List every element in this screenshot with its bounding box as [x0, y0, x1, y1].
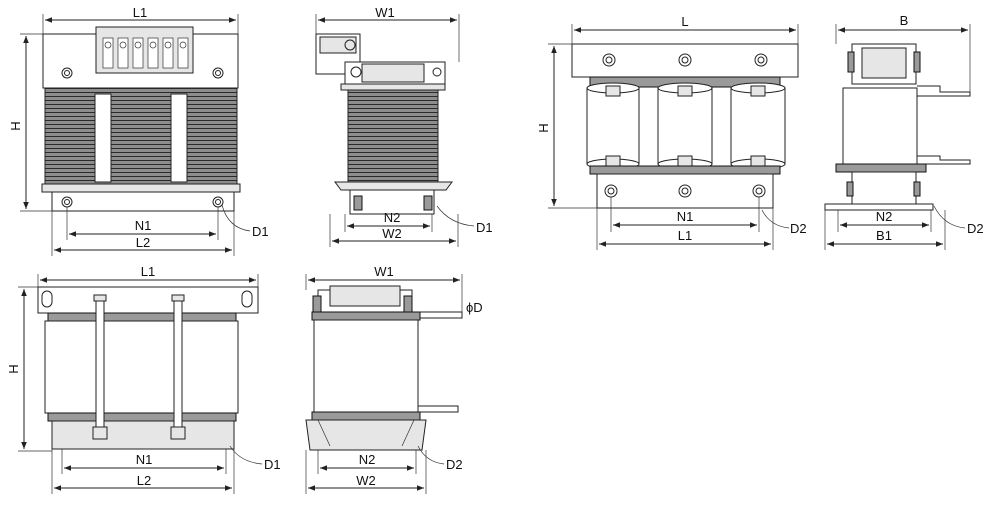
side-base-flange — [305, 419, 427, 451]
coil-2 — [657, 82, 713, 170]
base-plate — [51, 191, 235, 212]
label-H-3: H — [536, 123, 551, 132]
drawing-2-side-view: W1 N2 W2 D1 — [315, 5, 493, 247]
top-bar — [571, 43, 799, 78]
label-L2: L2 — [136, 235, 150, 250]
label-D1: D1 — [252, 224, 269, 239]
base-5 — [51, 420, 235, 450]
label-H: H — [8, 121, 23, 130]
label-H-5: H — [6, 364, 21, 373]
drawing-4-three-coil-side: B N2 B1 D2 — [824, 13, 984, 250]
side-encapsulated-body — [313, 319, 419, 413]
drawing-3-three-coil-front: L H N1 L1 D2 — [536, 14, 807, 250]
drawing-1-front-view: L1 H N1 L2 D1 — [8, 5, 269, 256]
label-W1: W1 — [375, 5, 395, 20]
label-N1-5: N1 — [136, 452, 153, 467]
label-L2-5: L2 — [137, 473, 151, 488]
label-N1: N1 — [135, 218, 152, 233]
label-L1: L1 — [133, 5, 147, 20]
label-L1-3: L1 — [678, 228, 692, 243]
drawing-6-encapsulated-side: W1 ϕD N2 W2 D2 — [305, 264, 483, 494]
label-D1-5: D1 — [264, 457, 281, 472]
drawing-5-encapsulated-front: L1 H N1 L2 D1 — [6, 264, 281, 494]
label-D2-6: D2 — [446, 457, 463, 472]
label-N1-3: N1 — [677, 209, 694, 224]
top-bracket-5 — [37, 286, 259, 314]
label-D2-4: D2 — [967, 221, 984, 236]
side-core — [347, 87, 439, 183]
label-W1-6: W1 — [374, 264, 394, 279]
coil-1 — [586, 82, 640, 170]
label-D2-3: D2 — [790, 221, 807, 236]
bottom-bar — [596, 173, 774, 209]
label-N2: N2 — [384, 210, 401, 225]
label-N2-4: N2 — [876, 209, 893, 224]
label-W2: W2 — [382, 226, 402, 241]
label-D1-side: D1 — [476, 220, 493, 235]
laminated-core — [44, 87, 238, 185]
coil-3 — [730, 82, 786, 170]
label-B1: B1 — [876, 228, 892, 243]
clamp-rod-left — [95, 299, 105, 431]
label-phiD: ϕD — [466, 300, 483, 315]
label-N2-6: N2 — [359, 452, 376, 467]
encapsulated-body — [44, 320, 239, 414]
label-L: L — [681, 14, 688, 29]
label-L1-5: L1 — [141, 264, 155, 279]
clamp-rod-right — [173, 299, 183, 431]
label-W2-6: W2 — [356, 473, 376, 488]
side-coil — [842, 87, 918, 165]
label-B: B — [900, 13, 909, 28]
